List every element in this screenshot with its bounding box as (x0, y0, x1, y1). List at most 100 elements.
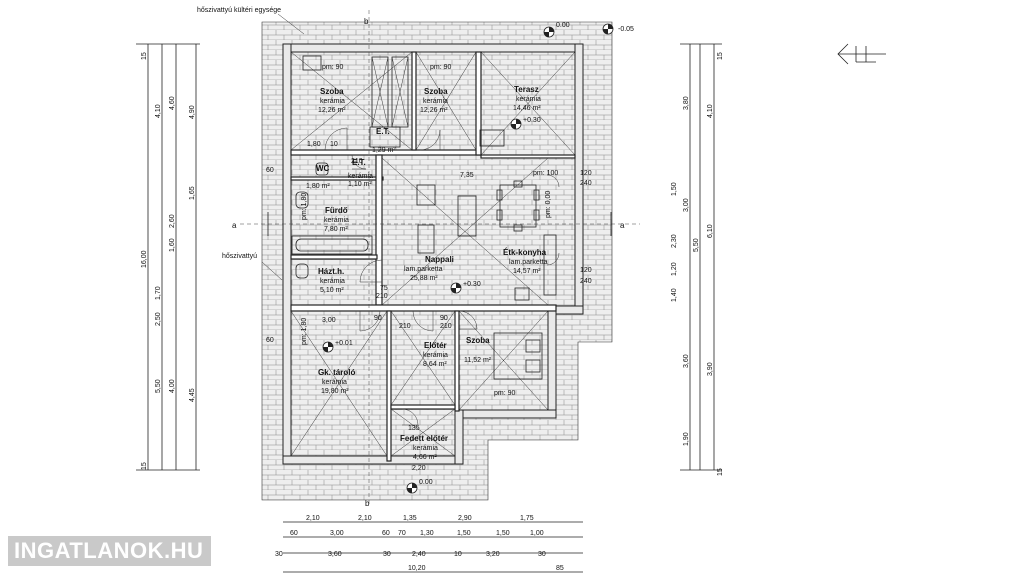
level-marker-bottom: 0.00 (406, 479, 433, 494)
right-dimensions: 15 4,10 6,10 3,90 15 3,80 3,00 3,60 1,90… (671, 43, 724, 476)
section-b-bottom: b (365, 499, 370, 508)
dim-bottom-r2-5: 1,50 (457, 530, 471, 537)
watermark-logo: INGATLANOK.HU (8, 536, 212, 566)
room-diagonals (290, 51, 576, 457)
level-terrace: +0.30 (523, 117, 541, 124)
room-nappali-area: 25,88 m² (410, 275, 438, 282)
room-hazt-name: Házt.h. (318, 267, 344, 276)
dim-300: 3,00 (322, 317, 336, 324)
level-marker-top: -0.05 (602, 23, 634, 35)
dim-bottom-r1-1: 2,10 (358, 515, 372, 522)
room-terasz-floor: kerámia (516, 96, 541, 103)
dim-bottom-r3-4: 10 (454, 551, 462, 558)
room-szoba1-pm: pm: 90 (322, 64, 344, 71)
dim-left-mid-2: 2,60 (169, 214, 176, 228)
dim-120-b: 120 (580, 267, 592, 274)
dim-left-inner-7: 1,70 (155, 286, 162, 300)
room-szoba1-name: Szoba (320, 87, 344, 96)
level-marker-top2: 0.00 (543, 22, 570, 38)
dim-bottom-r2-6: 1,50 (496, 530, 510, 537)
dim-right-mid-1: 3,00 (683, 198, 690, 212)
room-gk-area: 19,80 m² (321, 388, 349, 395)
room-wc-name: WC (316, 164, 330, 173)
dim-220: 2,20 (412, 465, 426, 472)
section-line-b: b b (364, 10, 370, 508)
dim-bottom-r1-4: 1,75 (520, 515, 534, 522)
dim-left-mid-3: 1,60 (169, 238, 176, 252)
room-eloter-area: 8,64 m² (423, 361, 447, 368)
dim-210-b: 210 (376, 293, 388, 300)
room-terasz-name: Terasz (514, 85, 539, 94)
room-szoba3-area: 11,52 m² (464, 357, 492, 364)
room-szoba2-floor: kerámia (423, 98, 448, 105)
room-furdo-area: 7,80 m² (324, 226, 348, 233)
room-gk-floor: kerámia (322, 379, 347, 386)
room-hazt-floor: kerámia (320, 278, 345, 285)
bottom-dimensions: 2,10 2,10 1,35 2,90 1,75 60 3,00 60 70 1… (275, 515, 583, 573)
room-furdo-name: Fürdő (325, 206, 348, 215)
dim-bottom-r2-1: 3,00 (330, 530, 344, 537)
dim-bottom-r4-1: 85 (556, 565, 564, 572)
dim-bottom-r4-0: 10,20 (408, 565, 426, 572)
dim-right-mid-0: 3,80 (683, 96, 690, 110)
room-hazt-area: 5,10 m² (320, 287, 344, 294)
room-etk-floor: lam.parketta (509, 259, 548, 266)
room-szoba1-floor: kerámia (320, 98, 345, 105)
heat-pump-outdoor-note: hőszivattyú kültéri egysége (197, 7, 281, 14)
pm100-label: pm: 100 (533, 170, 558, 177)
dim-bottom-r3-5: 3,20 (486, 551, 500, 558)
room-szoba2-area: 12,26 m² (420, 107, 448, 114)
dim-left-outer-1: 4,90 (189, 105, 196, 119)
dim-right-outer-1: 4,10 (707, 104, 714, 118)
dim-right-outer-2: 6,10 (707, 224, 714, 238)
room-labels: pm: 90 Szoba kerámia 12,26 m² pm: 90 Szo… (306, 64, 548, 461)
level-storage: +0.01 (335, 340, 353, 347)
room-wc-area: 1,80 m² (306, 183, 330, 190)
section-b-top: b (364, 17, 369, 26)
dim-right-inner-2: 1,50 (671, 182, 678, 196)
dim-bottom-r3-2: 30 (383, 551, 391, 558)
room-et2-floor: kerámia (348, 173, 373, 180)
dim-240-b: 240 (580, 278, 592, 285)
dim-60-b: 60 (266, 337, 274, 344)
dim-bottom-r3-3: 2,40 (412, 551, 426, 558)
watermark-text: INGATLANOK.HU (14, 538, 204, 563)
level-top: -0.05 (618, 26, 634, 33)
room-et2-area: 1,10 m² (348, 181, 372, 188)
dim-left-inner-9: 2,50 (155, 312, 162, 326)
room-et1-name: E.T. (376, 127, 390, 136)
level-marker-storage: +0.01 (322, 340, 353, 353)
level-top2: 0.00 (556, 22, 570, 29)
dim-90-b: 90 (440, 315, 448, 322)
dim-right-outer-0: 15 (717, 52, 724, 60)
dim-right-mid-4: 3,60 (683, 354, 690, 368)
dim-bottom-r3-0: 30 (275, 551, 283, 558)
dim-75: 75 (380, 285, 388, 292)
inner-walls (290, 51, 576, 462)
room-gk-name: Gk. tároló (318, 368, 355, 377)
dim-bottom-r3-6: 30 (538, 551, 546, 558)
dim-bottom-r2-4: 1,30 (420, 530, 434, 537)
room-terasz-area: 14,46 m² (513, 105, 541, 112)
dim-right-inner-4: 1,20 (671, 262, 678, 276)
dim-bottom-r3-1: 3,60 (328, 551, 342, 558)
doors (324, 127, 560, 426)
section-a-left: a (232, 221, 237, 230)
room-szoba1-area: 12,26 m² (318, 107, 346, 114)
dim-right-inner-5: 1,40 (671, 288, 678, 302)
dim-bottom-r2-0: 60 (290, 530, 298, 537)
heat-pump-note: hőszivattyú (222, 253, 257, 260)
north-arrow-icon (837, 43, 886, 65)
dim-bottom-r1-2: 1,35 (403, 515, 417, 522)
section-a-right: a (620, 221, 625, 230)
dim-left-outer-4: 4,45 (189, 388, 196, 402)
room-etk-name: Étk-konyha (503, 248, 547, 257)
room-fedett-area: 4,66 m² (413, 454, 437, 461)
dim-90-a: 90 (374, 315, 382, 322)
dim-210-c: 210 (399, 323, 411, 330)
dim-left-inner-1: 4,10 (155, 104, 162, 118)
level-living: +0.30 (463, 281, 481, 288)
section-line-a: a a (232, 212, 640, 236)
room-nappali-name: Nappali (425, 255, 454, 264)
dim-left-inner-10: 4,00 (169, 379, 176, 393)
